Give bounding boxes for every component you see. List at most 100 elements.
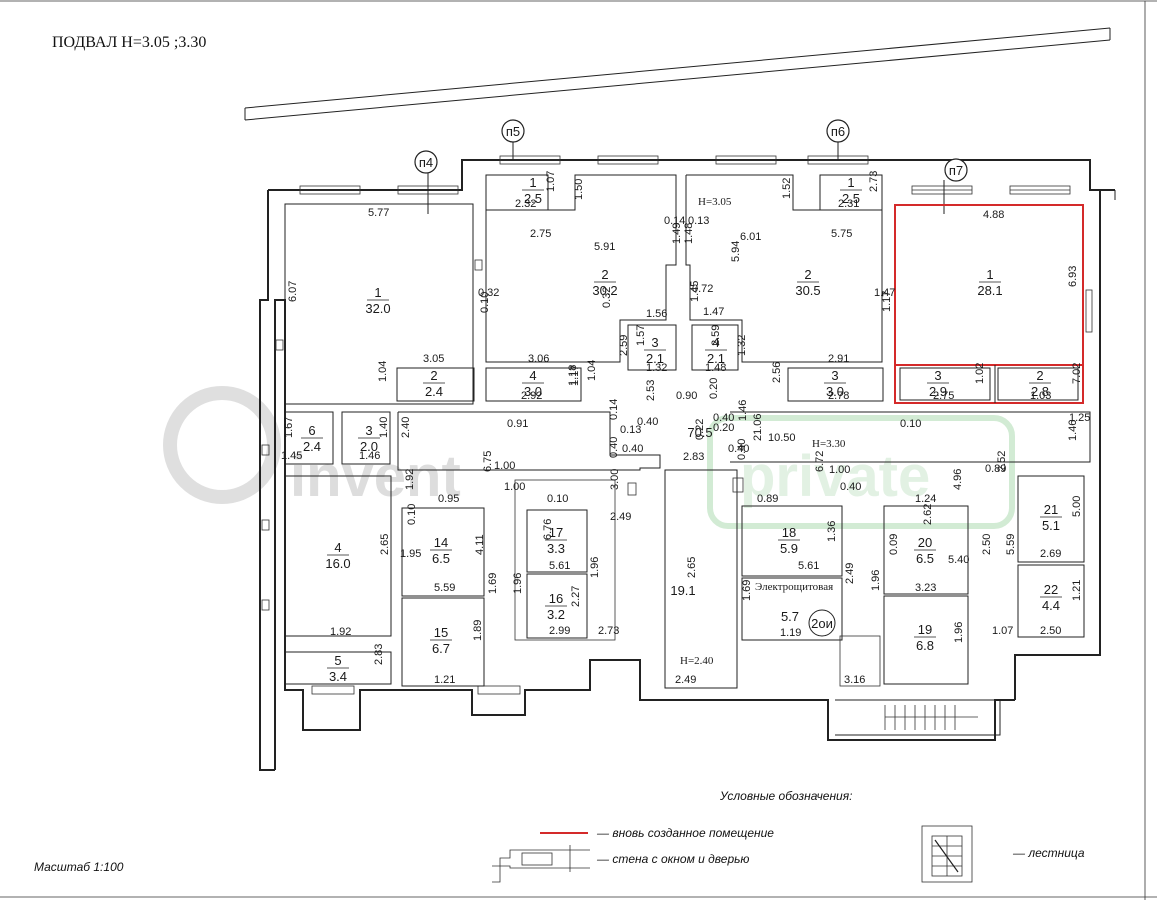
dimension-value: 5.77 — [368, 207, 389, 219]
room-area: 6.5 — [432, 551, 450, 566]
entrance-p6: п6 — [831, 124, 845, 139]
dimension-value: 0.89 — [757, 493, 778, 505]
dimension-value: 1.46 — [737, 400, 749, 421]
dimension-value: 6.76 — [542, 519, 554, 540]
room-area: 16.0 — [325, 556, 350, 571]
dimension-value: 3.00 — [609, 469, 621, 490]
room-label: 224.4 — [1040, 582, 1062, 613]
dimension-value: 1.21 — [434, 674, 455, 686]
dimension-value: 1.04 — [586, 360, 598, 381]
dimension-value: 2.49 — [844, 563, 856, 584]
dimension-value: 1.24 — [915, 493, 936, 505]
room-number: 18 — [782, 525, 796, 540]
room-label: 42.1 — [705, 335, 727, 366]
dimension-value: 1.18 — [567, 365, 579, 386]
room-area: 2.1 — [707, 351, 725, 366]
room-label: 128.1 — [977, 267, 1002, 298]
room-area: 30.2 — [592, 283, 617, 298]
dimension-value: 1.36 — [826, 521, 838, 542]
dimension-value: 3.16 — [844, 674, 865, 686]
dimension-value: 0.09 — [888, 534, 900, 555]
room-number: 2 — [1036, 368, 1043, 383]
dimension-value: 1.00 — [504, 481, 525, 493]
dimension-value: 6.07 — [287, 281, 299, 302]
dimension-value: 5.61 — [549, 560, 570, 572]
new-room-outline — [894, 204, 1084, 404]
room-number: 17 — [549, 525, 563, 540]
room-label: 416.0 — [325, 540, 350, 571]
dimension-value: 0.10 — [547, 493, 568, 505]
watermark: invent private — [163, 386, 1015, 529]
room-label: 62.4 — [301, 423, 323, 454]
entrance-p7-circle — [944, 158, 968, 182]
entrance-p5-circle — [501, 119, 525, 143]
room-area: 6.7 — [432, 641, 450, 656]
room-area: 2.8 — [1031, 384, 1049, 399]
dimension-value: 5.94 — [730, 241, 742, 262]
room-area: 3.4 — [329, 669, 347, 684]
room-label: 173.3 — [545, 525, 567, 556]
room-label: 53.4 — [327, 653, 349, 684]
dimension-value: 1.69 — [741, 580, 753, 601]
dimension-value: 1.45 — [689, 281, 701, 302]
dimension-value: 1.02 — [974, 363, 986, 384]
dimension-value: 2.27 — [570, 586, 582, 607]
dimension-value: 4.96 — [952, 469, 964, 490]
dimension-value: 0.32 — [601, 287, 613, 308]
room-number: 22 — [1044, 582, 1058, 597]
room-label: 230.5 — [795, 267, 820, 298]
dimension-value: 2.40 — [400, 417, 412, 438]
dimension-value: 2.75 — [530, 228, 551, 240]
dimension-value: 1.67 — [283, 417, 295, 438]
room-label: 43.0 — [522, 368, 544, 399]
dimension-value: 1.69 — [487, 573, 499, 594]
dimension-value: 2.49 — [610, 511, 631, 523]
dimension-value: 0.20 — [708, 378, 720, 399]
dimension-value: 1.04 — [377, 361, 389, 382]
room-number: 4 — [712, 335, 719, 350]
height-label-1: H=3.05 — [698, 196, 732, 208]
entrance-p5: п5 — [506, 124, 520, 139]
room-area: 3.2 — [547, 607, 565, 622]
room-number: 5 — [334, 653, 341, 668]
dimension-value: 0.13 — [620, 424, 641, 436]
dimension-value: 5.00 — [1071, 496, 1083, 517]
dimension-value: 0.10 — [479, 292, 491, 313]
dimension-value: 4.11 — [474, 534, 486, 555]
room-area: 2.5 — [524, 191, 542, 206]
room-area: 3.0 — [524, 384, 542, 399]
dimension-value: 2.83 — [683, 451, 704, 463]
dimension-value: 6.93 — [1067, 266, 1079, 287]
room-area: 6.8 — [916, 638, 934, 653]
dimension-value: 1.96 — [589, 557, 601, 578]
room-label: 12.5 — [840, 175, 862, 206]
dimension-value: 1.89 — [472, 620, 484, 641]
dimension-value: 6.72 — [814, 451, 826, 472]
plan-title: ПОДВАЛ Н=3.05 ;3.30 — [52, 34, 206, 51]
dimension-value: 5.75 — [831, 228, 852, 240]
dimension-value: 6.75 — [482, 451, 494, 472]
scale-label: Масштаб 1:100 — [34, 860, 124, 874]
dimension-value: 0.95 — [438, 493, 459, 505]
room-area: 32.0 — [365, 301, 390, 316]
room-label: 156.7 — [430, 625, 452, 656]
room-number: 3 — [831, 368, 838, 383]
dimension-value: 1.52 — [781, 178, 793, 199]
dimension-value: 1.57 — [635, 325, 647, 346]
room-area: 70.5 — [687, 425, 712, 440]
dimension-value: 0.10 — [406, 504, 418, 525]
room-number: 14 — [434, 535, 448, 550]
dimension-value: 1.17 — [881, 291, 893, 312]
room-label: 22.4 — [423, 368, 445, 399]
legend: Условные обозначения: — вновь созданное … — [34, 789, 1085, 883]
room-number: 4 — [334, 540, 341, 555]
dimension-value: 0.40 — [637, 416, 658, 428]
room-number: 16 — [549, 591, 563, 606]
room-number: 21 — [1044, 502, 1058, 517]
dimension-value: 1.00 — [829, 464, 850, 476]
dimension-value: 1.46 — [1067, 420, 1079, 441]
diagonal-wall — [244, 27, 1111, 121]
room-area: 28.1 — [977, 283, 1002, 298]
dimension-value: 1.00 — [494, 460, 515, 472]
